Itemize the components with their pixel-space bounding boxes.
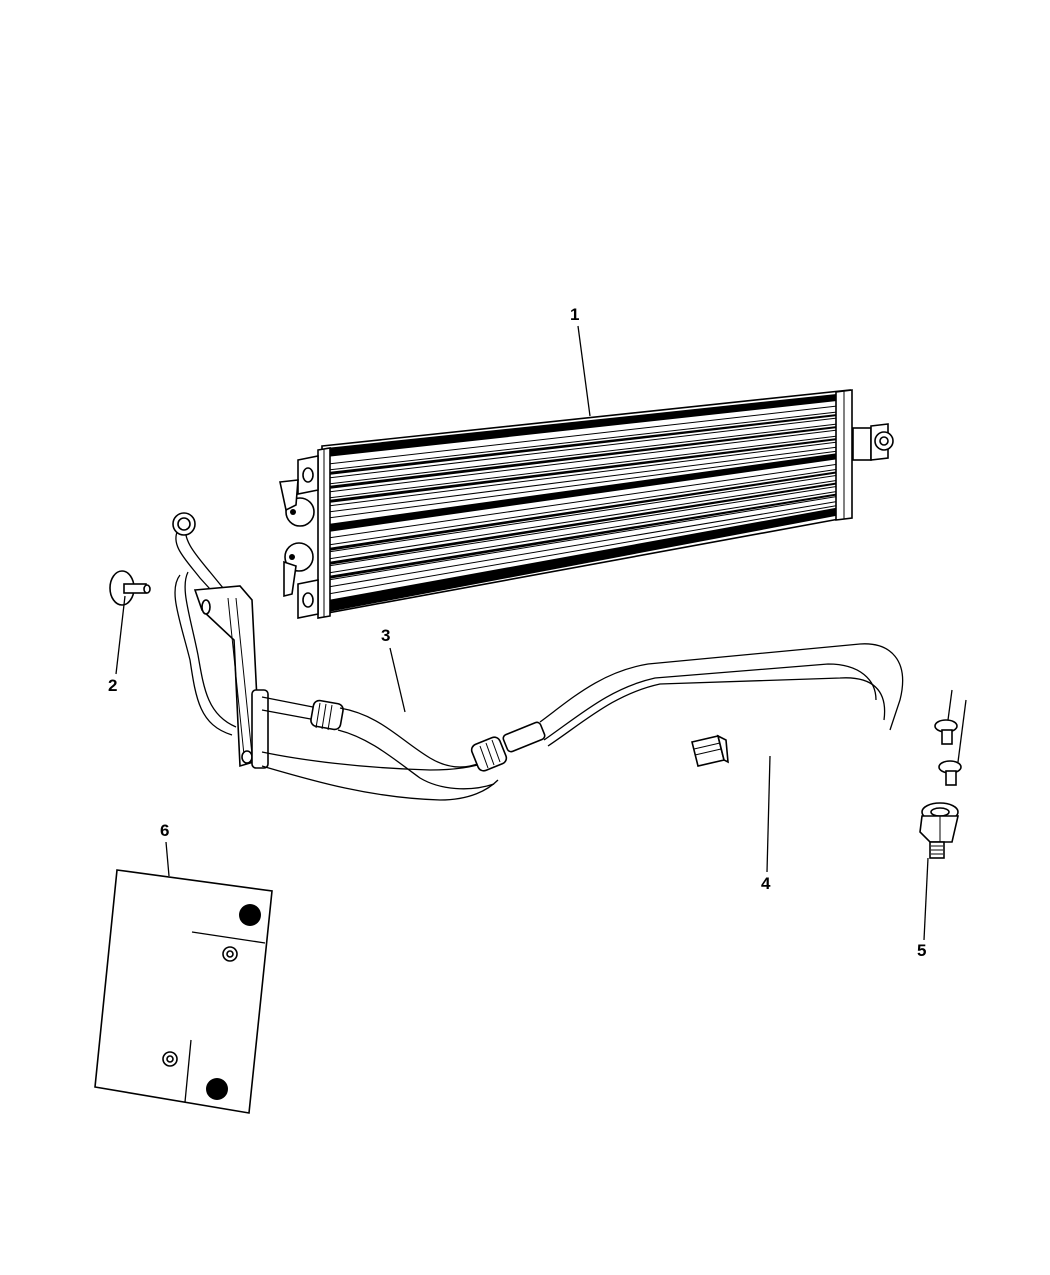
instruction-sheet-part[interactable]	[94, 869, 273, 1114]
push-pin-part[interactable]	[109, 570, 151, 606]
clip-part[interactable]	[691, 734, 729, 767]
callout-6: 6	[160, 821, 169, 840]
callout-1: 1	[570, 305, 579, 324]
callout-2: 2	[108, 676, 117, 695]
callout-5: 5	[917, 941, 926, 960]
fitting-part[interactable]	[919, 802, 960, 859]
cooler-lines-part[interactable]	[172, 512, 967, 801]
callout-3: 3	[381, 626, 390, 645]
oil-cooler-part[interactable]	[279, 389, 894, 619]
leader-lines	[115, 325, 929, 941]
callout-4: 4	[761, 874, 771, 893]
